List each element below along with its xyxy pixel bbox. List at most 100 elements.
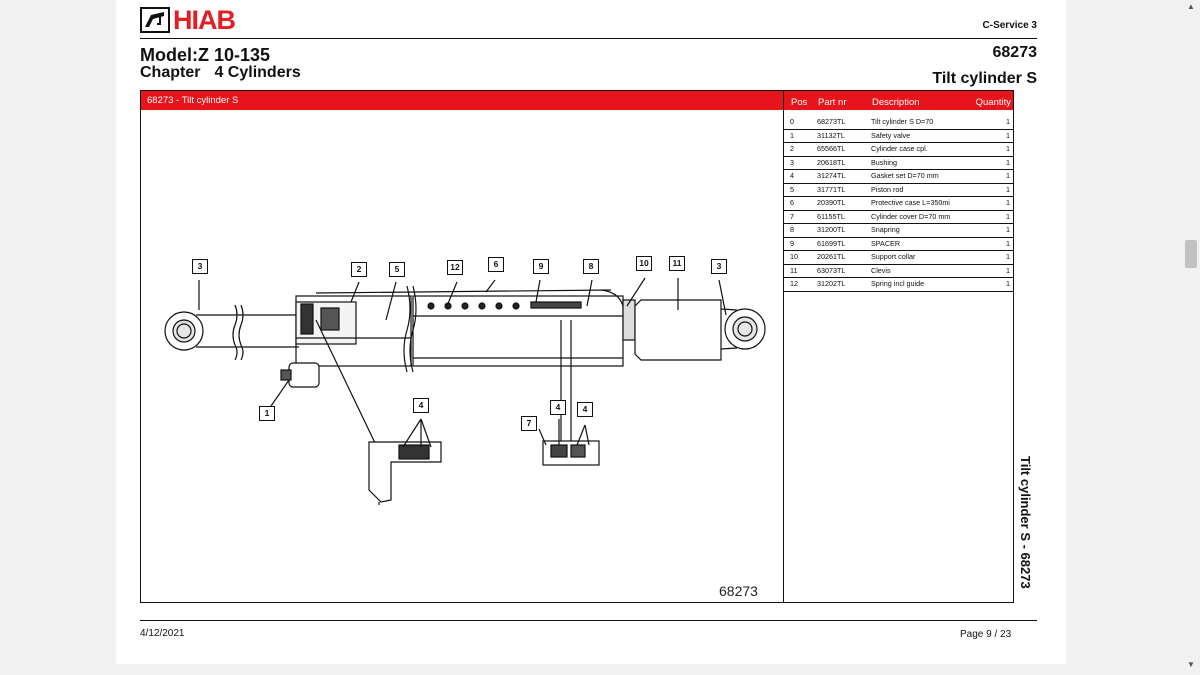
callout-label: 1 [259,406,275,421]
part-quantity: 1 [1006,279,1010,288]
parts-row: 8 31200TL Snapring 1 [784,224,1013,238]
part-quantity: 1 [1006,198,1010,207]
part-quantity: 1 [1006,252,1010,261]
part-number: 31771TL [817,184,846,194]
column-divider [783,91,784,602]
callout-label: 4 [577,402,593,417]
part-number: 20261TL [817,252,846,261]
part-quantity: 1 [1006,117,1010,126]
cylinder-diagram [164,277,766,505]
chapter-title: Chapter 4 Cylinders [140,64,301,82]
part-pos: 9 [790,238,794,248]
drawing-number: 68273 [719,583,758,599]
section-title: 68273 - Tilt cylinder S [147,95,239,106]
part-number: 20390TL [817,198,846,207]
side-title: Tilt cylinder S - 68273 [1018,456,1033,589]
part-pos: 0 [790,117,794,126]
parts-row: 11 63073TL Clevis 1 [784,265,1013,278]
parts-frame: 68273 - Tilt cylinder S Pos Part nr Desc… [140,90,1014,603]
part-pos: 12 [790,279,798,288]
col-header-qty: Quantity [975,97,1011,108]
part-quantity: 1 [1006,265,1010,275]
hiab-crane-logo-icon [140,7,170,33]
part-description: Cylinder case cpl. [871,144,928,153]
part-quantity: 1 [1006,184,1010,194]
part-quantity: 1 [1006,238,1010,248]
model-title: Model:Z 10-135 [140,45,271,65]
part-number: 61699TL [817,238,846,248]
part-number: 68273TL [817,117,846,126]
page-number: Page 9 / 23 [960,629,1012,640]
part-description: Cylinder cover D=70 mm [871,211,951,221]
part-description: Clevis [871,265,891,275]
part-description: Snapring [871,225,900,234]
document-page: HIAB C-Service 3 Model:Z 10-135 Chapter 4… [116,0,1066,664]
callout-label: 9 [533,259,549,274]
part-number: 31202TL [817,279,846,288]
section-header-bar: 68273 - Tilt cylinder S Pos Part nr Desc… [141,91,1013,110]
callout-label: 3 [711,259,727,274]
part-pos: 7 [790,211,794,221]
brand-name: HIAB [173,5,236,35]
part-number: 31200TL [817,225,846,234]
part-pos: 2 [790,144,794,153]
callout-label: 12 [447,260,463,275]
part-quantity: 1 [1006,211,1010,221]
callout-label: 6 [488,257,504,272]
part-description: Protective case L=350mi [871,198,950,207]
footer-rule [140,620,1037,621]
scrollbar-thumb[interactable] [1185,240,1197,268]
part-pos: 10 [790,252,798,261]
callout-label: 11 [669,256,685,271]
chapter-name: 4 Cylinders [214,64,301,81]
part-number: 31132TL [817,130,845,140]
header-rule [140,38,1037,39]
part-pos: 11 [790,265,798,275]
col-header-pos: Pos [791,97,808,108]
part-description: Tilt cylinder S D=70 [871,117,934,126]
part-description: Safety valve [871,130,911,140]
footer-date: 4/12/2021 [140,628,185,639]
service-label: C-Service 3 [982,20,1037,31]
part-description: Bushing [871,157,897,167]
col-header-part: Part nr [818,97,847,108]
part-quantity: 1 [1006,144,1010,153]
parts-row: 6 20390TL Protective case L=350mi 1 [784,197,1013,211]
arrow-up-icon[interactable]: ▲ [1187,2,1195,11]
callout-label: 3 [192,259,208,274]
callout-label: 8 [583,259,599,274]
vertical-scrollbar[interactable]: ▲ ▼ [1183,0,1200,675]
callout-label: 7 [521,416,537,431]
part-pos: 6 [790,198,794,207]
part-pos: 1 [790,130,794,140]
document-title: Tilt cylinder S [932,70,1037,87]
callout-label: 10 [636,256,652,271]
part-description: Gasket set D=70 mm [871,171,939,180]
callout-label: 2 [351,262,367,277]
arrow-down-icon[interactable]: ▼ [1187,660,1195,669]
part-pos: 3 [790,157,794,167]
part-number: 63073TL [817,265,846,275]
part-quantity: 1 [1006,130,1010,140]
part-description: SPACER [871,238,901,248]
part-quantity: 1 [1006,225,1010,234]
part-description: Piston rod [871,184,904,194]
parts-row: 10 20261TL Support collar 1 [784,251,1013,265]
part-pos: 5 [790,184,794,194]
chapter-label: Chapter [140,64,201,81]
parts-row: 0 68273TL Tilt cylinder S D=70 1 [784,116,1013,130]
part-pos: 8 [790,225,794,234]
part-quantity: 1 [1006,157,1010,167]
part-description: Spring incl guide [871,279,925,288]
part-description: Support collar [871,252,916,261]
part-pos: 4 [790,171,794,180]
callout-label: 4 [413,398,429,413]
document-number: 68273 [992,44,1038,61]
brand-logo: HIAB [140,5,236,35]
